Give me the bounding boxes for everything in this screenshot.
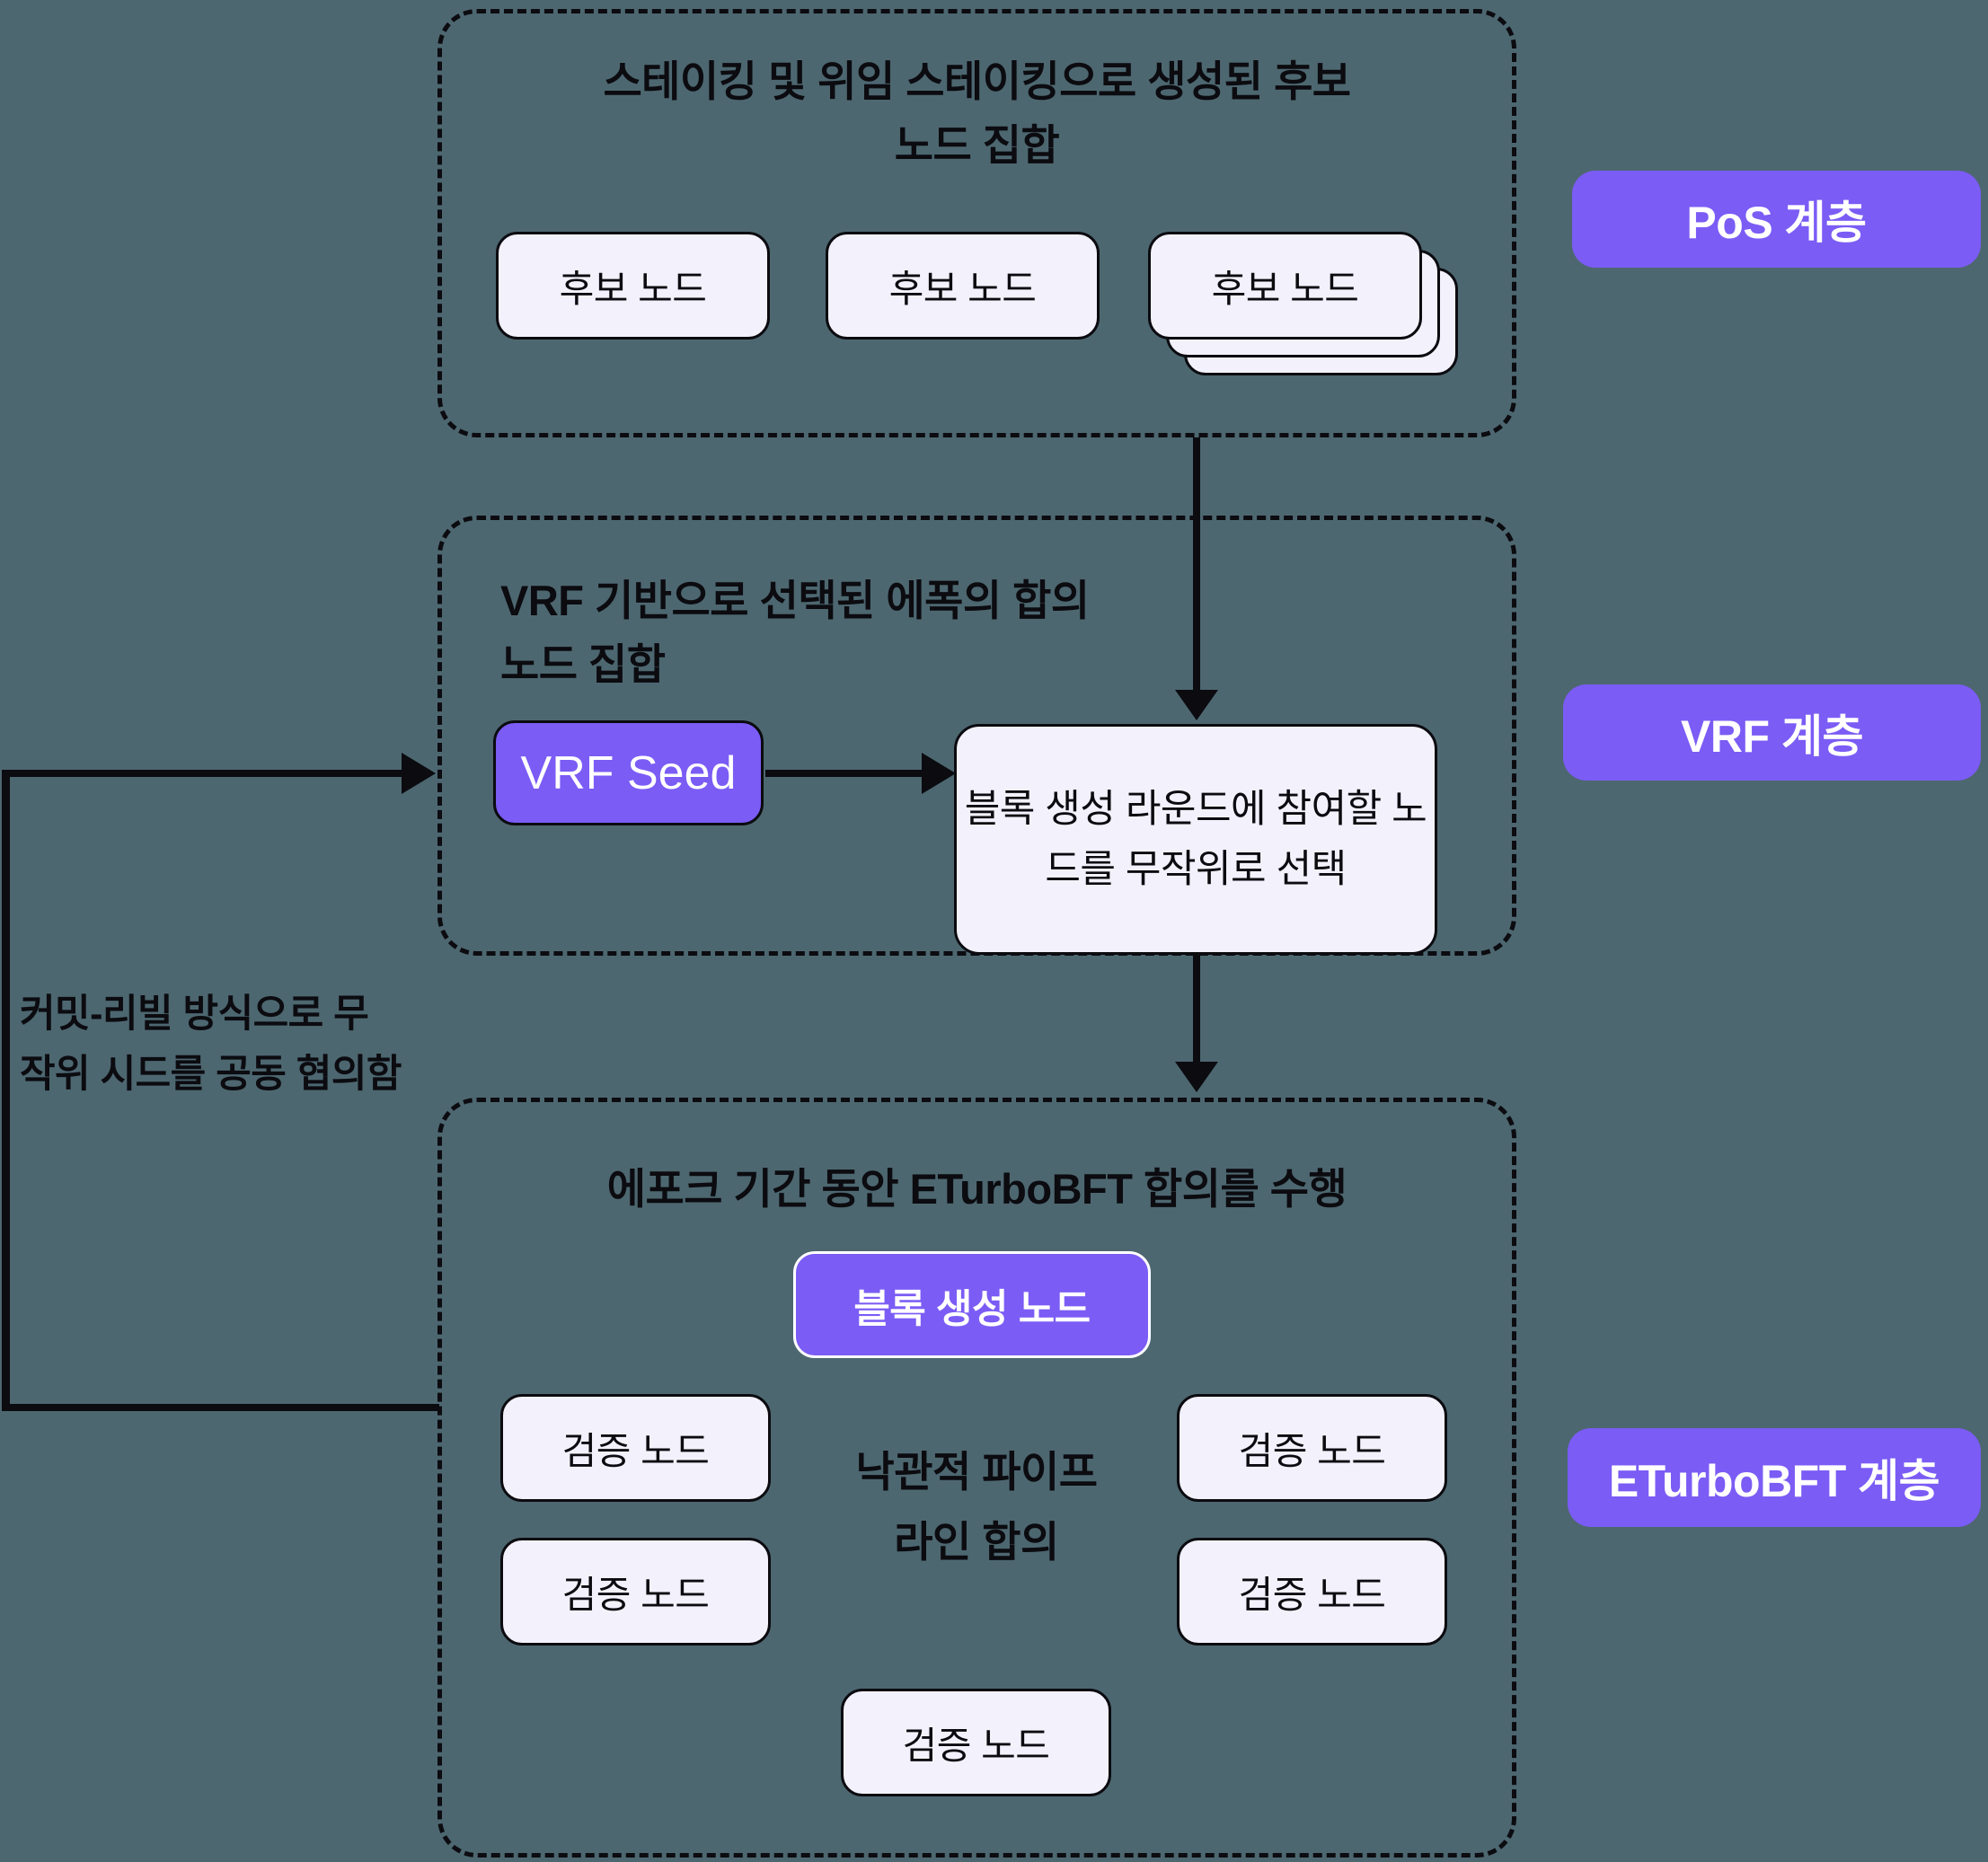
feedback-loop-vertical-line xyxy=(2,770,10,1411)
candidate-node-box-1: 후보 노드 xyxy=(496,232,770,340)
commit-reveal-note-line2: 작위 시드를 공동 협의함 xyxy=(20,1052,402,1096)
feedback-loop-arrow-head xyxy=(402,753,436,794)
random-select-line2: 드를 무작위로 선택 xyxy=(1045,847,1347,891)
pos-layer-label: PoS 계층 xyxy=(1572,171,1981,268)
random-select-box: 블록 생성 라운드에 참여할 노 드를 무작위로 선택 xyxy=(954,724,1437,955)
bft-layer-label: ETurboBFT 계층 xyxy=(1568,1428,1981,1527)
validator-node-box-3: 검증 노드 xyxy=(500,1538,771,1646)
commit-reveal-note: 커밋-리빌 방식으로 무 작위 시드를 공동 협의함 xyxy=(20,984,433,1104)
arrow-vrf-to-bft-line xyxy=(1193,955,1200,1063)
feedback-loop-top-line xyxy=(2,770,405,777)
commit-reveal-note-line1: 커밋-리빌 방식으로 무 xyxy=(20,993,369,1036)
arrow-seed-to-select-head xyxy=(922,753,956,794)
pos-layer-title: 스테이킹 및 위임 스테이킹으로 생성된 후보 노드 집합 xyxy=(437,49,1516,178)
vrf-seed-box: VRF Seed xyxy=(493,720,764,825)
pos-layer-group xyxy=(437,9,1516,437)
pos-layer-title-line1: 스테이킹 및 위임 스테이킹으로 생성된 후보 xyxy=(603,57,1351,105)
bft-layer-group xyxy=(437,1098,1516,1858)
arrow-pos-to-vrf-head xyxy=(1175,690,1218,720)
candidate-node-box-3: 후보 노드 xyxy=(1148,232,1422,340)
random-select-line1: 블록 생성 라운드에 참여할 노 xyxy=(964,787,1427,831)
validator-node-box-5: 검증 노드 xyxy=(841,1689,1111,1796)
arrow-seed-to-select-line xyxy=(765,770,925,777)
optimistic-pipeline-text: 낙관적 파이프 라인 합의 xyxy=(774,1437,1179,1576)
arrow-vrf-to-bft-head xyxy=(1175,1062,1218,1092)
validator-node-box-1: 검증 노드 xyxy=(500,1394,771,1502)
bft-layer-title: 에포크 기간 동안 ETurboBFT 합의를 수행 xyxy=(606,1165,1347,1213)
feedback-loop-bottom-line xyxy=(2,1404,439,1411)
vrf-layer-title-line2: 노드 집합 xyxy=(500,640,666,689)
vrf-layer-title-line1: VRF 기반으로 선택된 에폭의 합의 xyxy=(500,577,1090,624)
optimistic-pipeline-line1: 낙관적 파이프 xyxy=(855,1448,1099,1496)
block-producer-node-box: 블록 생성 노드 xyxy=(793,1251,1151,1358)
candidate-node-box-2: 후보 노드 xyxy=(826,232,1100,340)
arrow-pos-to-vrf-line xyxy=(1193,437,1200,692)
validator-node-box-2: 검증 노드 xyxy=(1177,1394,1447,1502)
vrf-layer-title: VRF 기반으로 선택된 에폭의 합의 노드 집합 xyxy=(500,569,1237,697)
optimistic-pipeline-line2: 라인 합의 xyxy=(894,1517,1059,1566)
vrf-layer-label: VRF 계층 xyxy=(1563,684,1981,781)
pos-layer-title-line2: 노드 집합 xyxy=(894,121,1060,170)
validator-node-box-4: 검증 노드 xyxy=(1177,1538,1447,1646)
